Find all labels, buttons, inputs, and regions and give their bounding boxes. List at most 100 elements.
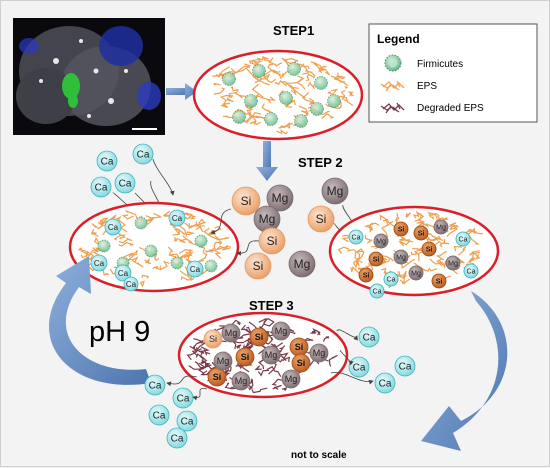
- mg-ion-label: Mg: [448, 260, 458, 267]
- ca-ion: Ca: [114, 264, 132, 282]
- eps-strand: [306, 73, 315, 82]
- eps-strand: [220, 102, 231, 109]
- eps-strand: [179, 270, 193, 282]
- firmicute-cell: [97, 239, 111, 253]
- firmicute-cell: [279, 91, 293, 105]
- si-ion-label: Si: [363, 272, 370, 279]
- ca-ion: Ca: [132, 143, 154, 165]
- eps-strand: [185, 231, 196, 237]
- eps-strand: [435, 251, 447, 261]
- scale-note: not to scale: [291, 450, 347, 461]
- eps-strand: [427, 211, 438, 219]
- eps-strand: [239, 94, 248, 99]
- firmicute-cell: [314, 76, 328, 90]
- ca-ion: Ca: [369, 283, 385, 299]
- ca-ion-label: Ca: [119, 179, 132, 190]
- si-ion: Si: [421, 241, 437, 257]
- ca-ion: Ca: [148, 404, 170, 426]
- si-ion: Si: [368, 251, 384, 267]
- ca-ion: Ca: [114, 172, 136, 194]
- si-ion: Si: [258, 227, 286, 255]
- ca-ion: Ca: [186, 260, 204, 278]
- mg-ion: Mg: [321, 177, 349, 205]
- eps-strand: [281, 386, 288, 391]
- legend-label-firmicutes: Firmicutes: [417, 59, 463, 70]
- mg-ion-label: Mg: [294, 257, 311, 271]
- eps-strand: [301, 110, 309, 116]
- mg-ion: Mg: [288, 250, 316, 278]
- eps-strand: [336, 72, 346, 80]
- ca-ion: Ca: [104, 218, 122, 236]
- firmicute-cell: [287, 62, 301, 76]
- eps-strand: [330, 75, 346, 83]
- eps-strand: [118, 241, 134, 247]
- ca-ion-label: Ca: [149, 381, 162, 392]
- mg-ion-label: Mg: [265, 350, 278, 360]
- eps-strand: [139, 280, 145, 288]
- ca-ion-label: Ca: [118, 269, 129, 278]
- si-ion: Si: [307, 205, 335, 233]
- eps-strand: [102, 269, 110, 276]
- ca-ion-label: Ca: [363, 333, 376, 344]
- eps-strand: [285, 57, 299, 67]
- ca-ion: Ca: [166, 427, 188, 449]
- diffusion-arrow: [336, 329, 358, 341]
- eps-strand: [327, 88, 339, 96]
- eps-strand: [230, 319, 242, 326]
- si-ion-label: Si: [213, 372, 222, 382]
- eps-strand: [198, 252, 208, 262]
- eps-strand: [399, 236, 406, 241]
- eps-strand: [118, 237, 133, 244]
- eps-strand: [276, 129, 289, 135]
- ca-ion: Ca: [176, 410, 198, 432]
- mg-ion: Mg: [261, 345, 281, 365]
- eps-strand: [328, 354, 338, 367]
- eps-strand: [421, 267, 438, 272]
- eps-strand: [198, 362, 210, 369]
- firmicute-cell: [264, 112, 278, 126]
- si-ion-label: Si: [253, 259, 264, 273]
- firmicute-legend-icon: [384, 54, 402, 72]
- si-ion-label: Si: [418, 230, 425, 237]
- step3-label: STEP 3: [249, 298, 294, 313]
- eps-strand: [159, 260, 170, 271]
- eps-strand: [204, 247, 216, 253]
- eps-strand: [425, 233, 444, 241]
- eps-strand: [258, 317, 267, 331]
- si-ion: Si: [431, 273, 447, 289]
- eps-strand: [90, 228, 99, 237]
- eps-strand: [213, 246, 222, 259]
- ca-ion-label: Ca: [352, 234, 361, 241]
- mg-ion-label: Mg: [327, 184, 344, 198]
- eps-strand: [318, 68, 331, 76]
- si-ion: Si: [231, 186, 261, 216]
- eps-strand: [178, 248, 194, 255]
- eps-strand: [434, 240, 446, 246]
- diffusion-arrow: [152, 158, 175, 196]
- eps-strand: [262, 69, 281, 77]
- eps-strand: [278, 125, 288, 129]
- mg-ion-label: Mg: [285, 374, 298, 384]
- arrow-step1-to-step2: [256, 141, 278, 181]
- mg-ion-label: Mg: [225, 328, 238, 338]
- diffusion-arrow: [330, 371, 374, 385]
- ca-ion-label: Ca: [467, 268, 476, 275]
- mg-ion-label: Mg: [396, 254, 406, 261]
- eps-strand: [449, 224, 458, 231]
- eps-strand: [265, 330, 275, 337]
- eps-strand: [429, 258, 443, 265]
- ca-ion-label: Ca: [108, 223, 119, 232]
- eps-strand: [226, 97, 234, 103]
- ca-ion: Ca: [358, 326, 380, 348]
- eps-strand: [251, 83, 264, 98]
- eps-strand: [131, 259, 144, 268]
- ca-ion-label: Ca: [126, 280, 137, 289]
- eps-strand: [470, 251, 481, 262]
- eps-strand: [344, 86, 348, 90]
- ca-ion-label: Ca: [94, 259, 105, 268]
- mg-ion: Mg: [408, 265, 424, 281]
- firmicute-cell: [144, 244, 158, 258]
- eps-strand: [350, 266, 360, 274]
